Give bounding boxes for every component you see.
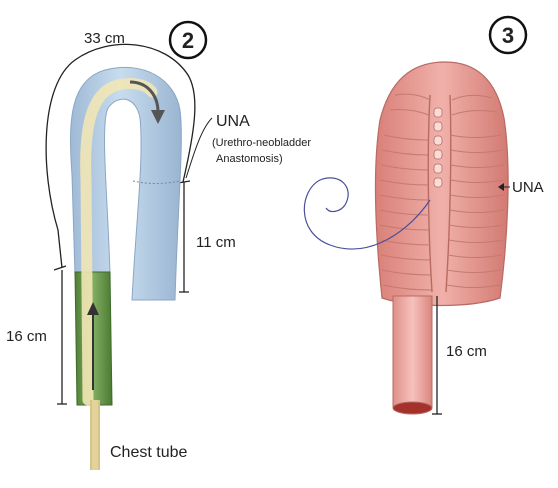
label-una-panel-3: UNA	[512, 179, 544, 196]
label-una-full-line-2: Anastomosis)	[216, 153, 283, 165]
neobladder-central-fold	[427, 94, 452, 293]
panel-3: 3 UNA 16 cm	[303, 15, 544, 415]
suture-knots	[433, 107, 443, 188]
panel-3-number: 3	[502, 23, 514, 48]
suture-thread	[303, 177, 431, 250]
arrow-curve-head	[151, 110, 165, 124]
panel-2-badge	[168, 20, 208, 60]
tick-mark-left	[53, 265, 67, 271]
label-11cm: 11 cm	[196, 234, 236, 251]
label-16cm-panel-3: 16 cm	[446, 343, 487, 360]
una-pointer-line	[185, 117, 213, 179]
measurement-line-33cm	[45, 43, 196, 269]
label-una-panel-2: UNA	[216, 113, 250, 130]
label-una-full-line-1: (Urethro-neobladder	[212, 137, 311, 149]
urethra-tube	[392, 295, 433, 409]
panel-2: 2 33 cm UNA (Urethro-neobladder Anastomo…	[6, 20, 311, 470]
panel-2-number: 2	[182, 28, 194, 53]
urethra-opening	[392, 401, 433, 415]
arrow-curve-icon	[129, 80, 160, 113]
label-chest-tube: Chest tube	[110, 444, 187, 461]
arrow-up-head	[87, 302, 99, 315]
label-33cm: 33 cm	[84, 30, 125, 47]
blue-tube-body	[70, 66, 182, 301]
panel-3-badge	[488, 15, 528, 55]
label-16cm-panel-2: 16 cm	[6, 328, 47, 345]
neobladder-ridges	[379, 93, 505, 291]
